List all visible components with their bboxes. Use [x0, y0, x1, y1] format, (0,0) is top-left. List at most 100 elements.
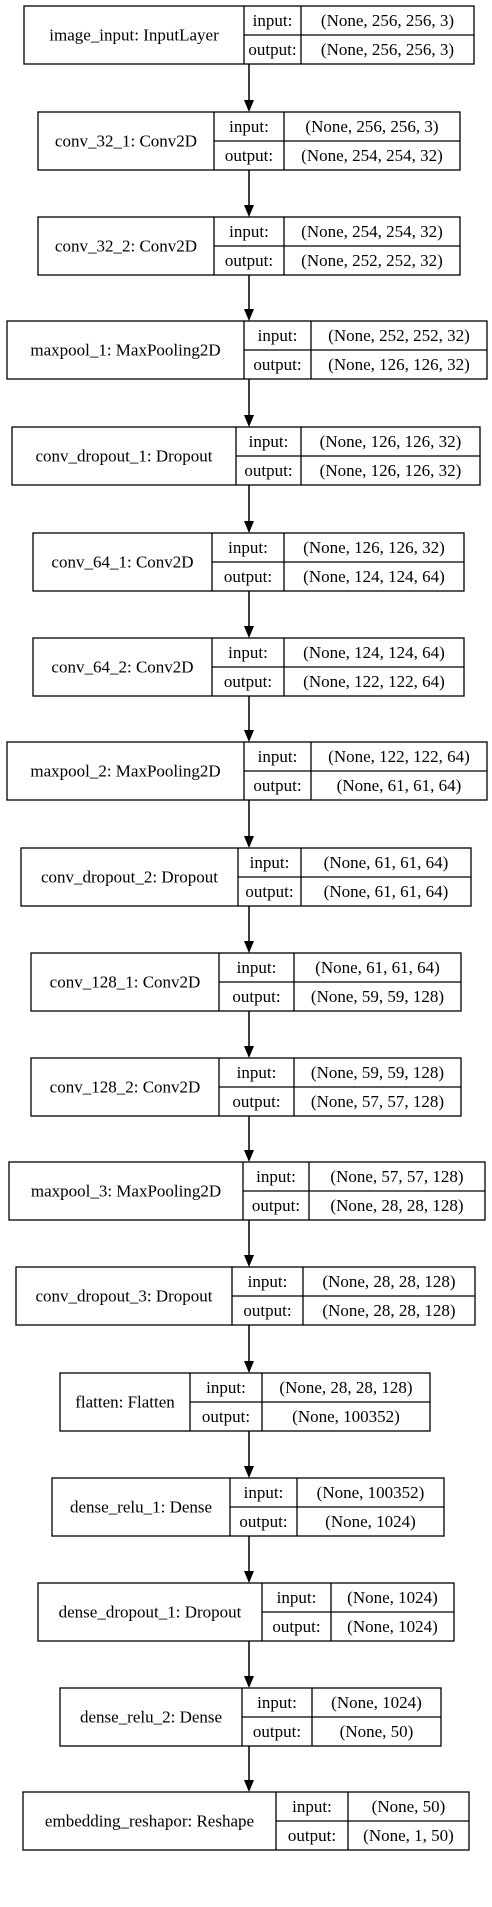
edge-arrow — [244, 591, 254, 638]
output-label: output: — [224, 567, 272, 586]
input-label: input: — [256, 1167, 296, 1186]
edge-arrow — [244, 170, 254, 217]
output-label: output: — [239, 1512, 287, 1531]
output-shape: (None, 61, 61, 64) — [324, 882, 449, 901]
input-label: input: — [228, 538, 268, 557]
input-label: input: — [250, 853, 290, 872]
input-label: input: — [258, 747, 298, 766]
layer-name: conv_128_1: Conv2D — [50, 973, 201, 992]
edge-arrow — [244, 1220, 254, 1267]
output-label: output: — [202, 1407, 250, 1426]
input-label: input: — [292, 1797, 332, 1816]
input-label: input: — [237, 1063, 277, 1082]
edge-arrow — [244, 485, 254, 533]
input-shape: (None, 61, 61, 64) — [324, 853, 449, 872]
output-label: output: — [245, 882, 293, 901]
output-label: output: — [244, 461, 292, 480]
layer-node: image_input: InputLayer input: output: (Non… — [23, 5, 475, 65]
layer-node: maxpool_1: MaxPooling2D input: output: (Non… — [6, 320, 488, 380]
input-shape: (None, 28, 28, 128) — [322, 1272, 455, 1291]
output-label: output: — [253, 776, 301, 795]
output-label: output: — [232, 1092, 280, 1111]
input-shape: (None, 59, 59, 128) — [311, 1063, 444, 1082]
output-shape: (None, 256, 256, 3) — [321, 40, 454, 59]
edge-arrow — [244, 64, 254, 112]
layer-name: maxpool_3: MaxPooling2D — [31, 1182, 221, 1201]
input-label: input: — [237, 958, 277, 977]
edge-arrow — [244, 1746, 254, 1792]
input-label: input: — [248, 1272, 288, 1291]
input-shape: (None, 124, 124, 64) — [303, 643, 445, 662]
layer-node: conv_64_1: Conv2D input: output: (None, 126… — [32, 532, 465, 592]
output-shape: (None, 50) — [340, 1722, 414, 1741]
input-shape: (None, 1024) — [347, 1588, 438, 1607]
edge-arrow — [244, 906, 254, 953]
output-shape: (None, 1, 50) — [363, 1826, 454, 1845]
layer-name: maxpool_1: MaxPooling2D — [30, 341, 220, 360]
layer-name: conv_dropout_3: Dropout — [35, 1287, 212, 1306]
edge-arrow — [244, 1011, 254, 1058]
layer-node: dense_dropout_1: Dropout input: output: (No… — [37, 1582, 455, 1642]
input-label: input: — [229, 117, 269, 136]
output-label: output: — [253, 355, 301, 374]
input-shape: (None, 57, 57, 128) — [330, 1167, 463, 1186]
input-label: input: — [228, 643, 268, 662]
output-shape: (None, 100352) — [292, 1407, 400, 1426]
edge-arrow — [244, 1431, 254, 1478]
output-label: output: — [253, 1722, 301, 1741]
input-label: input: — [277, 1588, 317, 1607]
output-shape: (None, 126, 126, 32) — [328, 355, 470, 374]
output-shape: (None, 1024) — [325, 1512, 416, 1531]
input-shape: (None, 122, 122, 64) — [328, 747, 470, 766]
input-shape: (None, 256, 256, 3) — [305, 117, 438, 136]
output-shape: (None, 252, 252, 32) — [301, 251, 443, 270]
layer-name: conv_64_1: Conv2D — [51, 553, 193, 572]
input-shape: (None, 50) — [372, 1797, 446, 1816]
output-shape: (None, 59, 59, 128) — [311, 987, 444, 1006]
edge-arrow — [244, 1641, 254, 1688]
layer-name: conv_32_2: Conv2D — [55, 237, 197, 256]
input-label: input: — [258, 326, 298, 345]
input-shape: (None, 256, 256, 3) — [321, 11, 454, 30]
layer-name: dense_dropout_1: Dropout — [59, 1603, 242, 1622]
layer-name: flatten: Flatten — [75, 1393, 175, 1412]
input-label: input: — [249, 432, 289, 451]
layer-name: maxpool_2: MaxPooling2D — [30, 762, 220, 781]
input-shape: (None, 252, 252, 32) — [328, 326, 470, 345]
output-shape: (None, 28, 28, 128) — [322, 1301, 455, 1320]
layer-name: conv_128_2: Conv2D — [50, 1078, 201, 1097]
input-label: input: — [253, 11, 293, 30]
layer-node: conv_dropout_1: Dropout input: output: (Non… — [11, 426, 481, 486]
layers: image_input: InputLayer input: output: (Non… — [6, 5, 488, 1851]
edge-arrow — [244, 275, 254, 321]
edge-arrow — [244, 696, 254, 742]
layer-name: dense_relu_1: Dense — [70, 1498, 212, 1517]
layer-node: embedding_reshapor: Reshapeinput:output:… — [22, 1791, 470, 1851]
input-label: input: — [206, 1378, 246, 1397]
edge-arrow — [244, 379, 254, 427]
edge-arrow — [244, 800, 254, 848]
output-shape: (None, 61, 61, 64) — [337, 776, 462, 795]
input-shape: (None, 126, 126, 32) — [320, 432, 462, 451]
output-label: output: — [272, 1617, 320, 1636]
output-shape: (None, 126, 126, 32) — [320, 461, 462, 480]
layer-node: conv_32_1: Conv2D input: output: (None, 256… — [37, 111, 461, 171]
layer-name: image_input: InputLayer — [49, 26, 219, 45]
input-label: input: — [229, 222, 269, 241]
input-shape: (None, 126, 126, 32) — [303, 538, 445, 557]
output-shape: (None, 1024) — [347, 1617, 438, 1636]
output-label: output: — [248, 40, 296, 59]
output-label: output: — [225, 146, 273, 165]
layer-node: conv_dropout_3: Dropoutinput:output:(Non… — [15, 1266, 476, 1326]
output-label: output: — [225, 251, 273, 270]
layer-name: conv_32_1: Conv2D — [55, 132, 197, 151]
input-shape: (None, 100352) — [317, 1483, 425, 1502]
layer-name: conv_dropout_1: Dropout — [35, 447, 212, 466]
layer-node: conv_128_2: Conv2D input: output: (None, 59… — [30, 1057, 462, 1117]
